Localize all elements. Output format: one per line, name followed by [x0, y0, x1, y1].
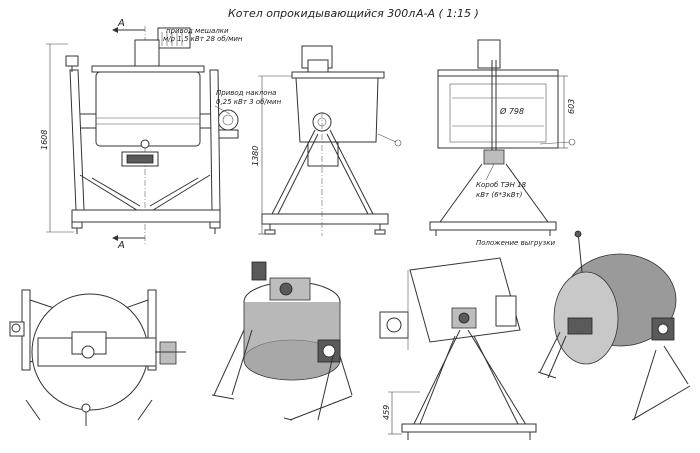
iso-control-box [251, 261, 267, 281]
heater-terminals [126, 154, 154, 164]
section-mark-bottom: А [117, 240, 125, 251]
section-label: А-А ( 1:15 ) [415, 7, 479, 20]
side-frame-base [261, 213, 389, 225]
tilted-frame-base [401, 423, 537, 433]
tilted-view: 459 [379, 257, 537, 440]
drain-valve [140, 139, 150, 149]
tilted-lid [495, 295, 517, 327]
section-lid [437, 69, 559, 77]
top-view [9, 289, 186, 426]
section-vessel [437, 75, 559, 149]
dim-603: 603 [567, 99, 576, 114]
dim-459: 459 [382, 405, 391, 420]
iso-view-tilted [537, 230, 691, 421]
iso-tilted-motor [567, 317, 593, 335]
iso-view-upright [211, 261, 353, 421]
frame-base [71, 209, 221, 223]
heater-box-label: Короб ТЭН 18 [476, 181, 527, 189]
section-arrow-bottom [112, 235, 118, 241]
lid [91, 65, 205, 73]
section-arrow-top [112, 27, 118, 33]
drawing-title: Котел опрокидывающийся 300л [228, 7, 415, 20]
section-motor [477, 39, 501, 69]
front-view: А А [40, 18, 282, 251]
section-mark-top: А [117, 18, 125, 29]
tilted-vessel [409, 257, 521, 343]
dim-1608: 1608 [40, 130, 49, 150]
iso-tilted-post [577, 231, 583, 273]
dim-1380: 1380 [251, 146, 260, 166]
tilt-drive-spec: 0,25 кВт 3 об/мин [216, 98, 282, 106]
frame-left-upright [69, 69, 85, 211]
vessel-body [95, 71, 201, 147]
control-box [65, 55, 79, 67]
top-tilt-drive [159, 341, 177, 365]
side-lid [291, 71, 385, 79]
mixer-drive-label: привод мешалки [166, 27, 229, 35]
side-vessel [295, 77, 379, 143]
heater-box-spec: кВт (6*3кВт) [476, 191, 523, 199]
side-view: 1380 [251, 45, 402, 236]
mixer-gearbox [134, 39, 160, 67]
mixer-drive-spec: м/р 1,5 кВт 28 об/мин [163, 35, 243, 43]
section-frame-base [429, 221, 557, 231]
dim-diameter: Ø 798 [499, 106, 524, 116]
section-view: Ø 798 603 Короб ТЭН 18 кВт (6*3кВт) Поло… [429, 39, 576, 247]
tilt-drive-label: Привод наклона [216, 89, 276, 97]
top-right-rail [147, 289, 157, 371]
unload-position-label: Положение выгрузки [476, 239, 555, 247]
section-heater-box [483, 149, 505, 165]
